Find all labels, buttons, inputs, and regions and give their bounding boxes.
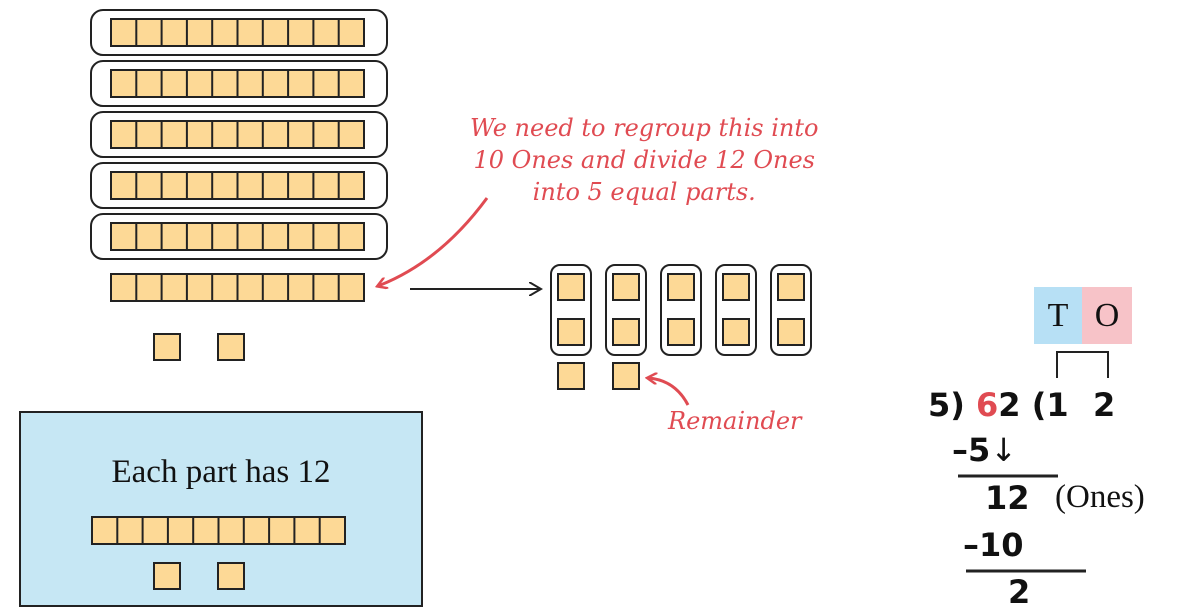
result-caption: Each part has 12 <box>111 454 331 490</box>
one-cube <box>722 273 750 301</box>
tens-label: T <box>1047 296 1069 334</box>
rod-outline <box>90 111 388 158</box>
ones-cell <box>1082 287 1132 344</box>
ten-rod <box>110 171 365 200</box>
subtract-step-1: –5↓ <box>952 431 1017 469</box>
one-cube <box>557 362 585 390</box>
rod-outline <box>90 9 388 56</box>
dividend-tens: 6 <box>976 386 999 424</box>
ten-rod <box>110 69 365 98</box>
ten-rod <box>91 516 346 545</box>
step2-unit: (Ones) <box>1055 479 1145 515</box>
one-cube <box>722 318 750 346</box>
regroup-note-line-1: We need to regroup this into <box>470 114 819 142</box>
regroup-note-line-3: into 5 equal parts. <box>532 178 756 206</box>
group-outline <box>770 264 812 356</box>
tens-cell <box>1034 287 1082 344</box>
group-outline <box>550 264 592 356</box>
rod-outline <box>90 162 388 209</box>
subtract-5: –5 <box>952 431 991 469</box>
ten-rod <box>110 120 365 149</box>
result-ten-rod <box>91 516 346 545</box>
equal-groups <box>550 264 812 356</box>
quotient-open: ( <box>1031 386 1047 424</box>
one-cube <box>557 273 585 301</box>
remainder-label: Remainder <box>668 407 802 435</box>
group-outline <box>715 264 757 356</box>
one-cube <box>217 333 245 361</box>
rod-outline <box>90 60 388 107</box>
dividend-ones: 2 <box>998 386 1021 424</box>
ten-rod <box>110 222 365 251</box>
one-cube <box>153 562 181 590</box>
loose-one-cubes <box>153 333 245 361</box>
one-cube <box>557 318 585 346</box>
regrouped-ten-rod <box>110 273 365 302</box>
result-one-cubes <box>153 562 245 590</box>
divisor: 5) <box>928 386 965 424</box>
quotient-ones: 2 <box>1093 386 1116 424</box>
final-remainder: 2 <box>1008 573 1031 611</box>
regroup-note: We need to regroup this into 10 Ones and… <box>470 112 818 208</box>
remainder-cubes <box>557 362 640 390</box>
circled-ten-rods <box>90 9 388 260</box>
one-cube <box>667 318 695 346</box>
one-cube <box>612 362 640 390</box>
regroup-arrow <box>378 197 489 286</box>
ones-label: O <box>1094 296 1120 334</box>
group-outline <box>605 264 647 356</box>
one-cube <box>777 318 805 346</box>
regroup-note-line-2: 10 Ones and divide 12 Ones <box>473 146 815 174</box>
rod-outline <box>90 213 388 260</box>
step2-value: 12 <box>985 479 1030 517</box>
bring-down-arrow: ↓ <box>990 431 1018 469</box>
ten-rod <box>110 273 365 302</box>
place-value-bracket <box>1056 351 1109 378</box>
one-cube <box>217 562 245 590</box>
one-cube <box>667 273 695 301</box>
division-header: 5) 62 (1 <box>928 386 1069 424</box>
one-cube <box>612 273 640 301</box>
remainder-arrow <box>648 378 690 406</box>
quotient-tens: 1 <box>1046 386 1069 424</box>
one-cube <box>153 333 181 361</box>
ten-rod <box>110 18 365 47</box>
one-cube <box>612 318 640 346</box>
subtract-10: –10 <box>963 526 1024 564</box>
one-cube <box>777 273 805 301</box>
group-outline <box>660 264 702 356</box>
